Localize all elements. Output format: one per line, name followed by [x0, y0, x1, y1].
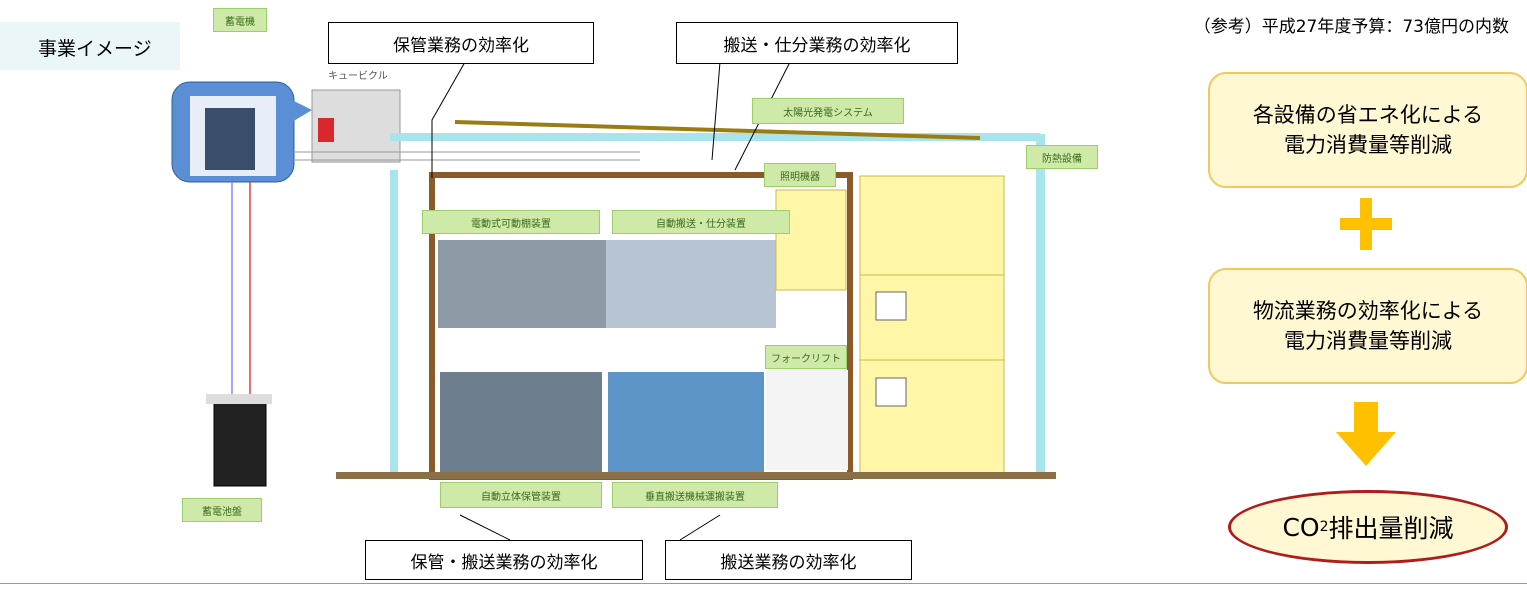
left-pillar [390, 170, 398, 474]
energy-saving-box: 各設備の省エネ化による 電力消費量等削減 [1208, 72, 1527, 188]
callout-line-transport-sorting [711, 61, 721, 161]
logistics-line1: 物流業務の効率化による [1252, 298, 1484, 323]
callout-line-storage [431, 61, 466, 178]
cubicle-switch [318, 118, 334, 142]
callout-storage: 保管業務の効率化 [328, 22, 594, 64]
storage-area [440, 372, 602, 472]
window-1 [875, 291, 907, 321]
forklift-area [766, 370, 848, 470]
roof-equipment-label: 防熱設備 [1026, 145, 1098, 169]
callout-transport: 搬送業務の効率化 [665, 540, 912, 580]
logistics-efficiency-box: 物流業務の効率化による 電力消費量等削減 [1208, 268, 1527, 384]
roof-beam [390, 133, 1040, 141]
generator-label: 蓄電機 [213, 8, 267, 32]
lighting-label: 照明機器 [764, 163, 836, 187]
ground-line [336, 472, 1056, 479]
auto-storage-label: 自動立体保管装置 [440, 482, 602, 508]
plus-icon [1340, 198, 1392, 250]
arrow-down-icon [1336, 402, 1396, 466]
budget-reference: （参考）平成27年度予算：73億円の内数 [1193, 17, 1509, 37]
callout-transport-sorting: 搬送・仕分業務の効率化 [676, 22, 958, 64]
callout-line-storage-transport [459, 514, 511, 541]
annex-upper [775, 189, 847, 291]
right-pillar [1036, 134, 1045, 474]
business-image-tag: 事業イメージ [0, 22, 180, 70]
conveyor-area [606, 240, 776, 328]
logistics-line2: 電力消費量等削減 [1284, 329, 1452, 353]
co2-prefix: CO [1282, 512, 1320, 542]
callout-storage-transport: 保管・搬送業務の効率化 [365, 540, 643, 580]
business-image-label: 事業イメージ [38, 38, 152, 60]
callout-line-transport [679, 514, 721, 541]
solar-label: 太陽光発電システム [752, 98, 904, 124]
co2-subscript: 2 [1319, 519, 1329, 535]
transport-area [608, 372, 764, 472]
co2-suffix: 排出量削減 [1328, 514, 1454, 543]
battery-label: 蓄電池盤 [182, 498, 262, 522]
upper-storage-label: 電動式可動棚装置 [422, 210, 600, 234]
conveyor-label: 自動搬送・仕分装置 [612, 210, 790, 234]
window-2 [875, 377, 907, 407]
energy-saving-line2: 電力消費量等削減 [1284, 133, 1452, 157]
battery-cabinet [213, 399, 267, 487]
energy-saving-line1: 各設備の省エネ化による [1252, 102, 1484, 127]
battery-top [206, 394, 272, 404]
solar-panels [454, 120, 981, 140]
cubicle-label: キュービクル [328, 71, 388, 82]
bottom-divider [0, 583, 1527, 584]
forklift-label: フォークリフト [765, 345, 847, 369]
generator-pointer [292, 100, 312, 122]
office-block [859, 175, 1005, 477]
generator-machine [205, 108, 255, 170]
transport-device-label: 垂直搬送機械運搬装置 [612, 482, 778, 508]
